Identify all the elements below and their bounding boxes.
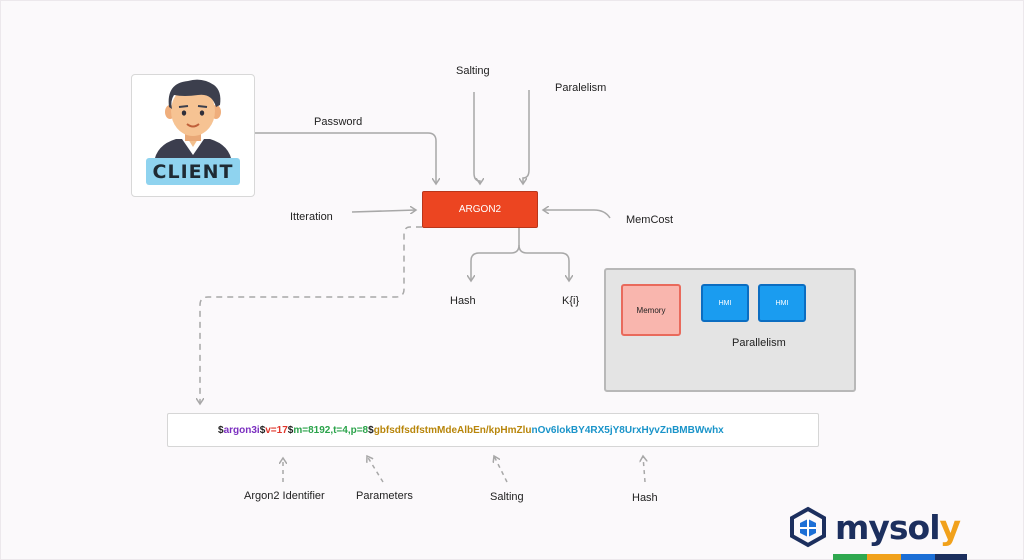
hash-segment: $ <box>218 424 224 436</box>
parallelism-caption: Parallelism <box>732 337 786 349</box>
argon2-node: ARGON2 <box>422 191 538 228</box>
outputs-split <box>471 227 520 281</box>
salting-label: Salting <box>456 65 490 77</box>
identifier-annotation: Argon2 Identifier <box>244 490 325 502</box>
client-label: CLIENT <box>152 160 234 183</box>
parallelism-panel: Memory HMI HMI Parallelism <box>604 268 856 392</box>
hash-output-label: Hash <box>450 295 476 307</box>
itteration-arrow <box>351 210 416 212</box>
salting-pointer <box>494 456 508 483</box>
hash-segment: m=8192,t=4,p=8 <box>293 424 369 436</box>
client-badge: CLIENT <box>146 158 240 185</box>
encoded-hash-box: $argon3i$v=17$m=8192,t=4,p=8$gbfsdfsdfst… <box>167 413 819 447</box>
parameters-annotation: Parameters <box>356 490 413 502</box>
hash-segment: v=17 <box>265 424 288 436</box>
encoded-hash-string: $argon3i$v=17$m=8192,t=4,p=8$gbfsdfsdfst… <box>218 425 724 436</box>
hash-segment: argon3i <box>223 424 260 436</box>
salting-annotation: Salting <box>490 491 524 503</box>
brand-stripe-navy <box>935 554 967 560</box>
k-output-label: K{i} <box>562 295 580 307</box>
itteration-label: Itteration <box>290 211 333 223</box>
salting-arrow <box>473 92 480 184</box>
hash-pointer <box>643 456 645 483</box>
hmi-block-2: HMI <box>758 284 806 322</box>
memory-label: Memory <box>636 305 666 315</box>
memcost-label: MemCost <box>626 214 674 226</box>
hash-segment: $ <box>368 424 374 436</box>
argon2-label: ARGON2 <box>458 204 502 215</box>
brand-stripe-blue <box>901 554 935 560</box>
password-arrow <box>255 132 436 184</box>
paralelism-label: Paralelism <box>555 82 607 94</box>
cube-logo-icon <box>790 506 826 548</box>
hmi-label-1: HMI <box>718 299 732 307</box>
hash-segment: nOv6lokBY4RX5jY8UrxHyvZnBMBWwhx <box>531 424 724 436</box>
memcost-arrow <box>543 210 611 219</box>
hash-segment: gbfsdfsdfstmMdeAlbEn/kpHmZlu <box>373 424 532 436</box>
hash-segment: $ <box>287 424 294 436</box>
hmi-label-2: HMI <box>775 299 789 307</box>
user-avatar-icon <box>154 79 232 163</box>
dashed-path <box>200 226 422 404</box>
password-label: Password <box>314 116 363 128</box>
hash-segment: $ <box>259 424 266 436</box>
parameters-pointer <box>367 456 384 483</box>
brand-name-accent: y <box>939 507 961 547</box>
brand-logo: mysoly <box>787 505 961 549</box>
brand-stripe-green <box>833 554 867 560</box>
client-card: CLIENT <box>131 74 255 197</box>
hmi-block-1: HMI <box>701 284 749 322</box>
brand-name: mysoly <box>835 507 961 547</box>
memory-block: Memory <box>621 284 681 336</box>
paralelism-arrow <box>523 90 530 184</box>
hash-annotation: Hash <box>632 492 658 504</box>
brand-stripe-orange <box>867 554 901 560</box>
brand-name-main: mysol <box>835 507 941 547</box>
